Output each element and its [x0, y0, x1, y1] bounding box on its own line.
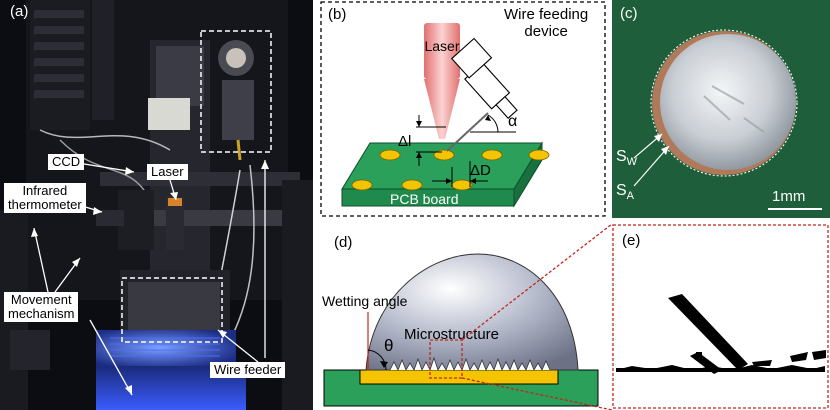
label-movement-line1: Movement	[10, 292, 72, 307]
microstructure-label: Microstructure	[404, 326, 500, 343]
label-movement-mechanism: Movement mechanism	[4, 292, 79, 322]
label-infrared-thermometer: Infrared thermometer	[4, 183, 86, 213]
sw-sub: W	[626, 156, 638, 169]
panel-b: (b) Laser Wire feeding device α Δl ΔD PC…	[320, 1, 606, 218]
delta-l-label: Δl	[398, 133, 412, 150]
setup-photo	[0, 0, 313, 410]
panel-c-tag: (c)	[620, 5, 638, 22]
schematic-b	[320, 1, 606, 217]
panel-e: (e)	[612, 224, 829, 409]
label-wire-feeder: Wire feeder	[210, 362, 286, 378]
solder-topview	[612, 0, 830, 218]
alpha-label: α	[508, 113, 518, 130]
sa-sub: A	[626, 190, 635, 203]
sa-main: S	[616, 182, 627, 199]
schematic-d	[323, 253, 599, 407]
wire-feeding-line1: Wire feeding	[504, 6, 589, 23]
panel-b-tag: (b)	[328, 6, 347, 23]
pcb-board-label: PCB board	[390, 191, 459, 207]
panel-a: (a) CCD Laser Infrared thermometer Movem…	[0, 0, 313, 410]
label-laser: Laser	[147, 164, 188, 180]
label-movement-line2: mechanism	[8, 306, 75, 321]
wetting-angle-label: Wetting angle	[322, 293, 408, 309]
panel-c: (c) SW SA 1mm	[612, 0, 830, 218]
scale-label: 1mm	[772, 188, 806, 205]
microstructure-image	[612, 224, 829, 409]
wire-feeding-line2: device	[524, 23, 568, 40]
laser-label: Laser	[424, 38, 460, 54]
label-infrared-line2: thermometer	[8, 197, 82, 212]
wire-feeding-label: Wire feeding device	[504, 6, 588, 40]
sw-label: SW	[616, 148, 637, 168]
panel-d: (d) Wetting angle θ Microstructure	[320, 224, 606, 410]
delta-d-label: ΔD	[470, 162, 491, 179]
panel-d-tag: (d)	[334, 234, 353, 251]
theta-label: θ	[384, 336, 394, 355]
sw-main: S	[616, 148, 627, 165]
panel-e-tag: (e)	[622, 232, 641, 249]
label-infrared-line1: Infrared	[22, 183, 68, 198]
label-ccd: CCD	[48, 154, 85, 170]
sa-label: SA	[616, 182, 634, 202]
panel-a-tag: (a)	[10, 3, 29, 20]
